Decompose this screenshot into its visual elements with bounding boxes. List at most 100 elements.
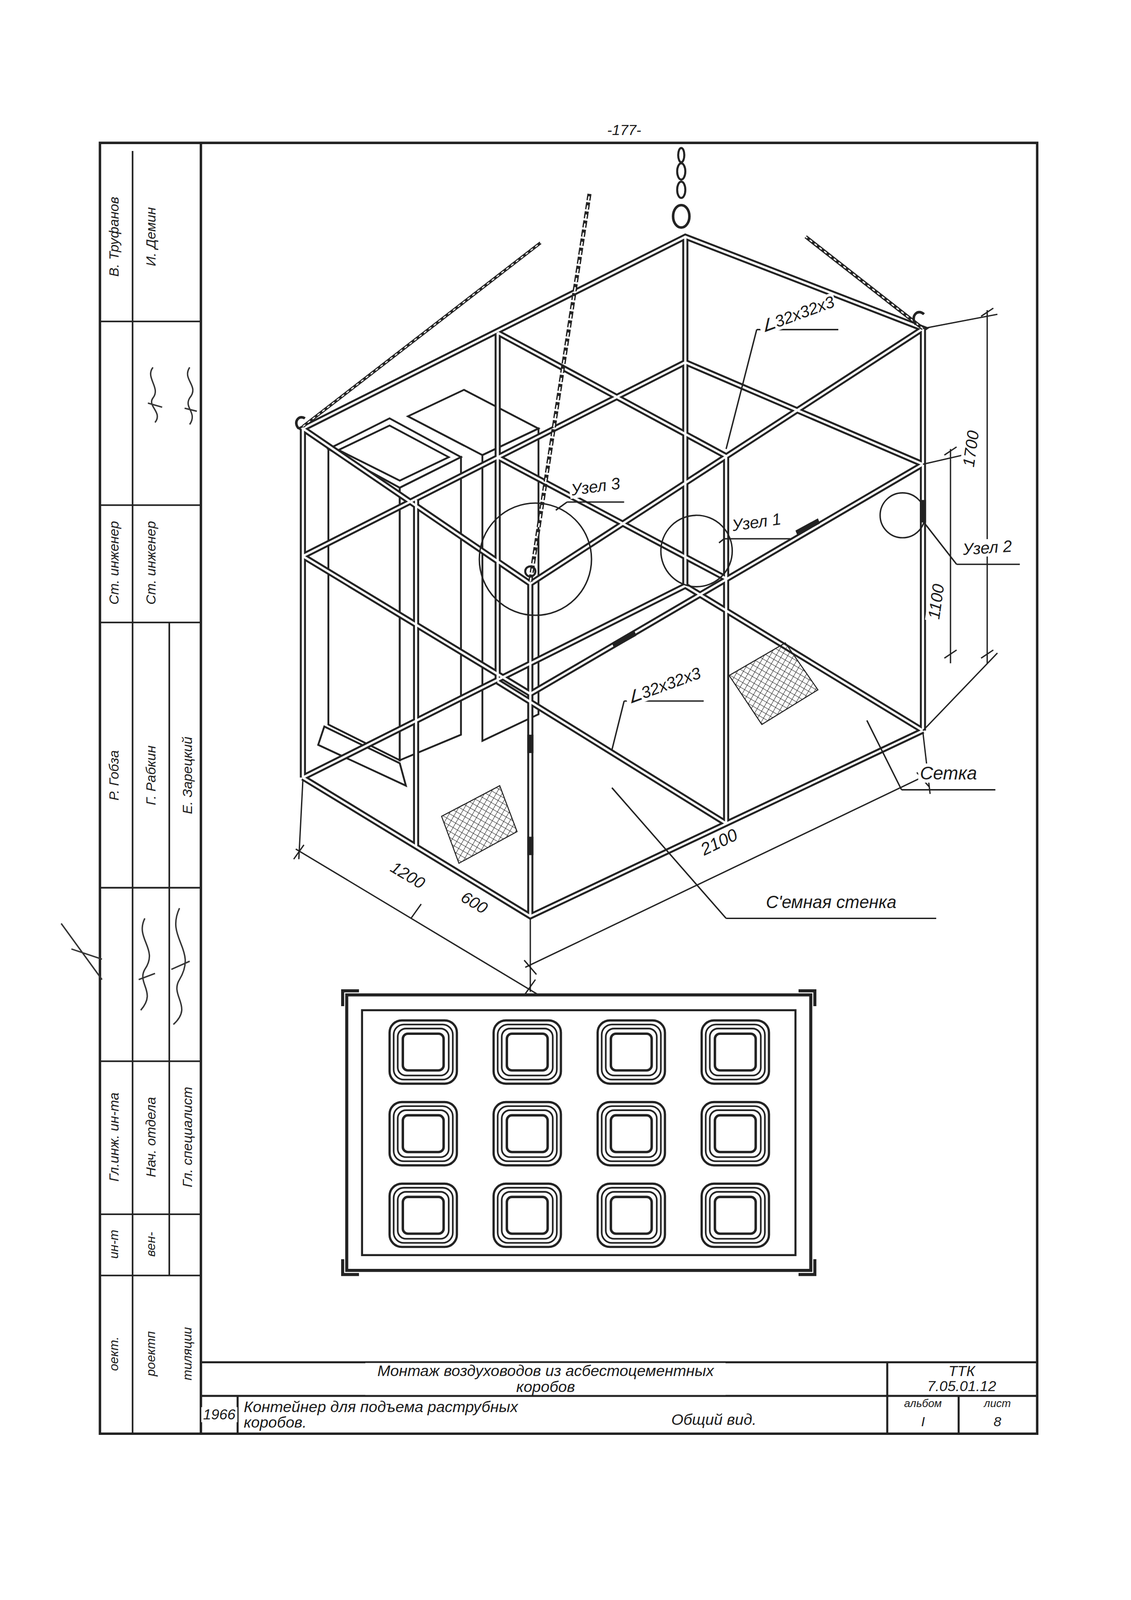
staff-name: И. Демин: [143, 205, 159, 268]
mesh-patch: [441, 785, 517, 864]
staff-name: Р. Гобза: [107, 747, 122, 803]
detail-callout: Узел 2: [959, 537, 1014, 559]
hook: [913, 311, 924, 325]
dimension-label: 1200: [386, 857, 430, 893]
staff-position: Ст. инженер: [143, 519, 159, 607]
duct-section: [597, 1020, 665, 1084]
plan-view: [342, 990, 815, 1275]
detail-circle: [660, 515, 733, 587]
plan-outline: [346, 994, 811, 1271]
leader-line: [726, 329, 839, 450]
project-title: Монтаж воздуховодов из асбестоцементных …: [365, 1363, 726, 1395]
profile-callout: ∠32x32x3: [756, 292, 839, 337]
dimension-label: 1100: [924, 581, 948, 623]
hinge: [527, 836, 534, 856]
duct-section: [493, 1020, 561, 1084]
cell-header: альбом: [902, 1397, 945, 1409]
dimension-tick: [293, 308, 994, 994]
staff-position: Ст. инженер: [107, 519, 122, 607]
sling-rope: [302, 242, 541, 427]
hook-ring: [673, 205, 690, 228]
plan-inner: [362, 1010, 796, 1256]
dimension-label: 2100: [695, 824, 742, 860]
hook: [296, 417, 306, 429]
detail-circle: [880, 492, 925, 538]
profile-callout: ∠32x32x3: [622, 663, 705, 708]
organisation-fragment: ин-т: [107, 1227, 121, 1261]
hinges: [527, 499, 926, 856]
cell-header: лист: [982, 1397, 1013, 1409]
staff-name: Е. Зарецкий: [180, 734, 196, 816]
frame-bars-inner: [302, 236, 924, 917]
duct-section: [493, 1101, 561, 1166]
staff-name: Г. Рабкин: [143, 743, 159, 807]
year-cell: 1966: [201, 1406, 238, 1423]
organisation-fragment: вен-: [144, 1229, 158, 1259]
part-label: С'емная стенка: [763, 893, 898, 912]
duct-section: [389, 1183, 457, 1247]
hook-link: [677, 181, 686, 198]
duct-section: [389, 1020, 457, 1084]
detail-callout: Узел 3: [568, 474, 623, 499]
leader-line: [612, 700, 704, 750]
leader-line: [923, 522, 1020, 565]
organisation-fragment: роектп: [144, 1328, 158, 1378]
duct-section: [701, 1020, 770, 1084]
signature: [184, 367, 198, 425]
inner-border: [199, 142, 203, 1434]
duct-section: [597, 1183, 665, 1247]
callouts: [479, 329, 1020, 919]
dimension-line: [950, 310, 988, 664]
mesh: [441, 642, 818, 863]
detail-circle: [479, 503, 592, 616]
dimensions: [293, 308, 998, 996]
staff-name: В. Труфанов: [107, 194, 122, 279]
container-frame: [302, 236, 924, 917]
frame-bars: [302, 236, 924, 917]
detail-callout: Узел 1: [729, 509, 784, 535]
sheet-frame: [99, 142, 1038, 1434]
duct-face: [328, 448, 400, 760]
dimension-label: 1700: [959, 427, 983, 470]
page-number: -177-: [605, 122, 644, 139]
dimension-label: 600: [456, 887, 493, 918]
sling-chain: [530, 193, 590, 582]
sling-rope: [302, 242, 541, 427]
title-block-lines: [201, 1362, 1038, 1434]
outer-border: [99, 142, 1038, 1434]
strip-columns: [132, 150, 170, 1434]
hinge: [527, 734, 534, 753]
staff-position: Гл. специалист: [180, 1084, 196, 1190]
shackle: [525, 566, 536, 577]
leader-line: [866, 720, 996, 790]
dimension-line: [295, 848, 539, 995]
sling-rope: [805, 236, 924, 329]
pencil-mark: [61, 923, 102, 980]
staff-position: Нач. отдела: [143, 1095, 159, 1180]
strip-rows: [99, 321, 201, 1276]
duct-section: [701, 1183, 770, 1247]
sling-chain: [530, 193, 590, 582]
dimension-line: [525, 773, 931, 968]
latch: [612, 518, 820, 649]
album-number: I: [919, 1414, 927, 1430]
organisation-fragment: тиляции: [181, 1324, 195, 1382]
leader-line: [555, 502, 625, 511]
staff-position: Гл.инж. ин-та: [107, 1090, 122, 1184]
duct-section: [389, 1101, 457, 1166]
extension-line: [298, 314, 998, 992]
leader-line: [612, 787, 937, 919]
duct-section: [493, 1183, 561, 1247]
duct-section: [701, 1101, 770, 1166]
part-label: Сетка: [918, 763, 979, 783]
hook-link: [677, 163, 686, 180]
signature: [147, 367, 162, 423]
signature: [171, 907, 190, 1025]
sheet-subtitle: Общий вид.: [669, 1411, 759, 1428]
plan-corner: [342, 990, 815, 1275]
organisation-fragment: оект.: [107, 1334, 121, 1373]
leader-line: [719, 538, 791, 543]
